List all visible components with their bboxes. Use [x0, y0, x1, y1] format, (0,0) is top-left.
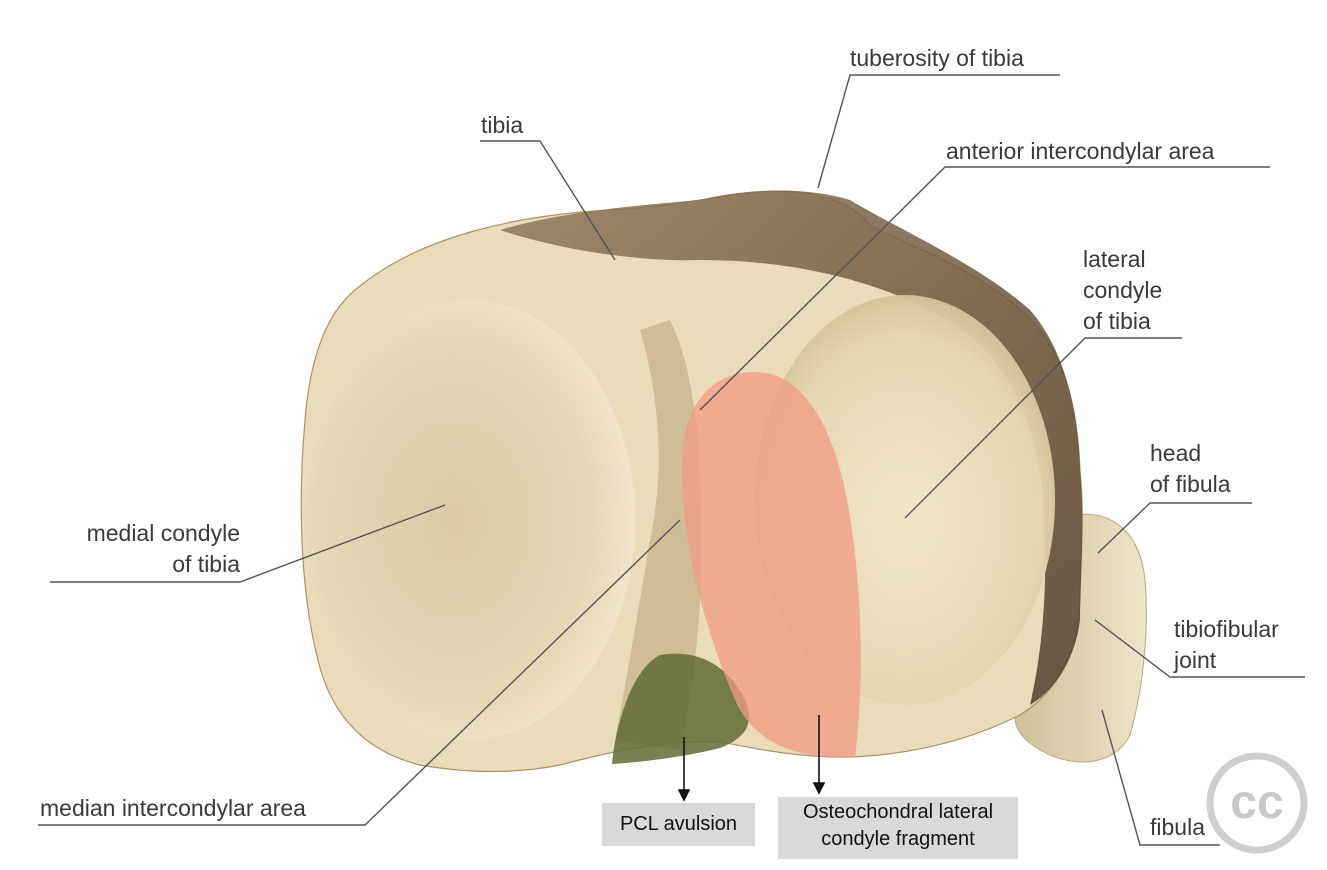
label-head-fibula-line2: of fibula [1150, 471, 1231, 497]
tibia-back-shading [500, 190, 1083, 705]
callout-osteochondral-fragment: Osteochondral lateral condyle fragment [778, 797, 1018, 859]
leader-fibula [1101, 709, 1220, 846]
leader-medial-condyle [50, 504, 446, 583]
label-head-fibula-line1: head [1150, 440, 1202, 466]
callout-arrows [677, 715, 826, 802]
label-lateral-condyle-line2: condyle [1083, 277, 1163, 303]
medial-condyle-surface [305, 300, 635, 740]
label-tibiofibular-line2: joint [1174, 647, 1217, 673]
osteochondral-fragment-region [681, 372, 861, 758]
intercondylar-groove [615, 320, 702, 750]
leader-head-fibula [1097, 502, 1252, 554]
leader-lateral-condyle [904, 337, 1182, 519]
label-lateral-condyle-line1: lateral [1083, 246, 1146, 272]
cc-badge-text: cc [1230, 776, 1284, 829]
arrow-pcl-head [677, 789, 691, 802]
leader-tibiofibular [1094, 619, 1305, 678]
label-median-intercondylar-area: median intercondylar area [40, 795, 306, 821]
leader-lines [38, 74, 1305, 846]
leader-tibia [480, 140, 616, 261]
label-fibula: fibula [1150, 814, 1205, 840]
label-medial-condyle-line2: of tibia [172, 551, 240, 577]
label-medial-condyle-line1: medial condyle [86, 520, 240, 546]
callout-pcl-text: PCL avulsion [619, 813, 738, 835]
callout-osteochondral-line2: condyle fragment [821, 828, 975, 850]
leader-anterior-intercondylar [699, 166, 1270, 411]
callout-pcl-avulsion: PCL avulsion [602, 803, 755, 846]
leader-tuberosity [817, 74, 1060, 189]
label-tibia: tibia [481, 112, 524, 138]
cc-license-badge [1206, 752, 1308, 854]
leader-median-intercondylar [38, 519, 681, 826]
label-anterior-intercondylar-area: anterior intercondylar area [946, 138, 1215, 164]
arrow-osteo-head [812, 782, 826, 795]
label-lateral-condyle-line3: of tibia [1083, 308, 1151, 334]
label-tibiofibular-line1: tibiofibular [1174, 616, 1279, 642]
pcl-avulsion-region [612, 653, 749, 764]
label-tuberosity-of-tibia: tuberosity of tibia [850, 45, 1024, 71]
callout-osteochondral-line1: Osteochondral lateral [802, 801, 994, 823]
